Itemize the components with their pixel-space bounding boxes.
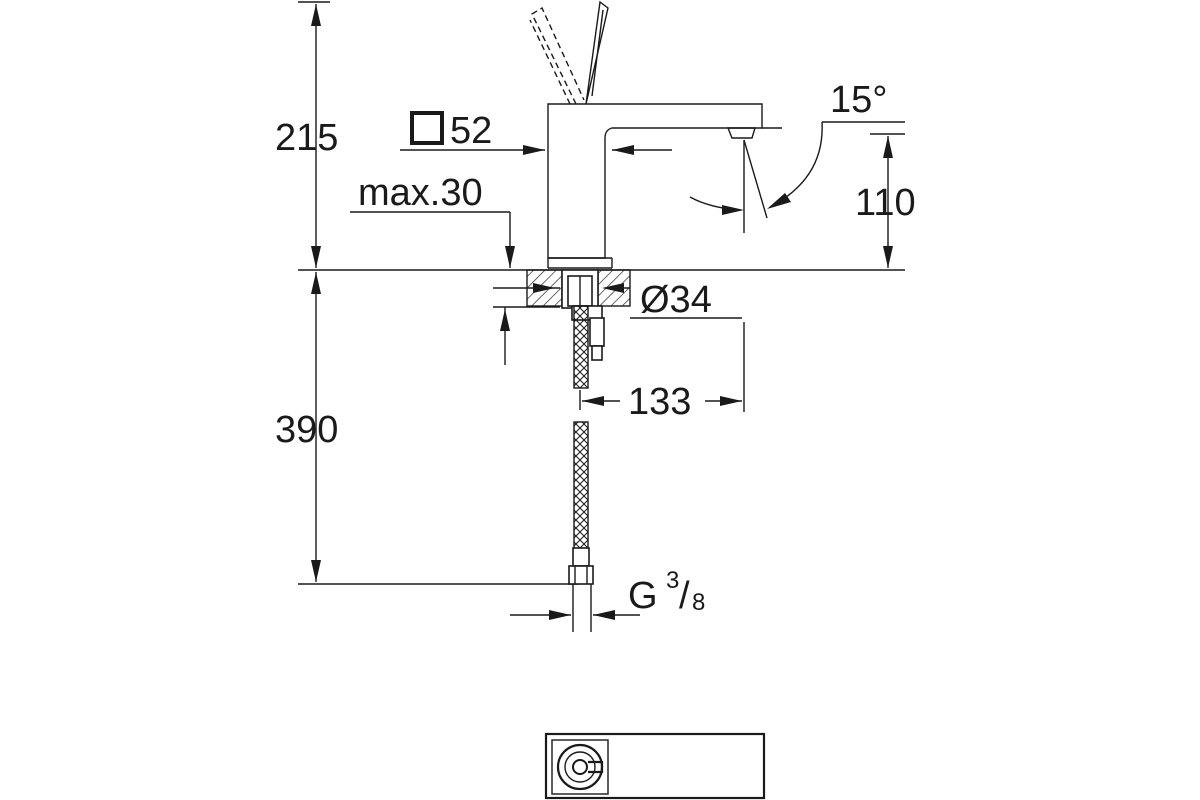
label-133: 133 xyxy=(628,381,691,423)
label-g: G xyxy=(628,575,658,617)
dim-max-deck: max.30 xyxy=(350,172,560,365)
supply-hose xyxy=(568,305,594,632)
faucet-body xyxy=(529,0,782,269)
label-15deg: 15° xyxy=(830,79,887,121)
dim-spout-height: 110 xyxy=(855,133,916,268)
dim-hole-diameter: Ø34 xyxy=(602,279,742,321)
label-52: 52 xyxy=(450,110,492,152)
dim-connection-thread: G 3 / 8 xyxy=(510,567,705,620)
label-110: 110 xyxy=(855,182,916,224)
mixer-top-view-icon xyxy=(544,732,766,800)
label-thread-sep: / xyxy=(679,575,690,617)
label-d34: Ø34 xyxy=(640,279,712,321)
square-icon xyxy=(410,111,444,145)
dim-spout-angle: 15° xyxy=(689,79,905,233)
label-thread-den: 8 xyxy=(692,589,705,616)
dim-spout-projection: 133 xyxy=(579,322,745,423)
label-215: 215 xyxy=(275,117,338,159)
dim-height-above-deck: 215 xyxy=(275,1,338,268)
label-390: 390 xyxy=(275,409,338,451)
dim-hose-length: 390 xyxy=(275,272,578,585)
label-thread-num: 3 xyxy=(666,567,679,594)
dim-spout-square: 52 xyxy=(400,110,672,155)
label-max30: max.30 xyxy=(358,172,483,214)
